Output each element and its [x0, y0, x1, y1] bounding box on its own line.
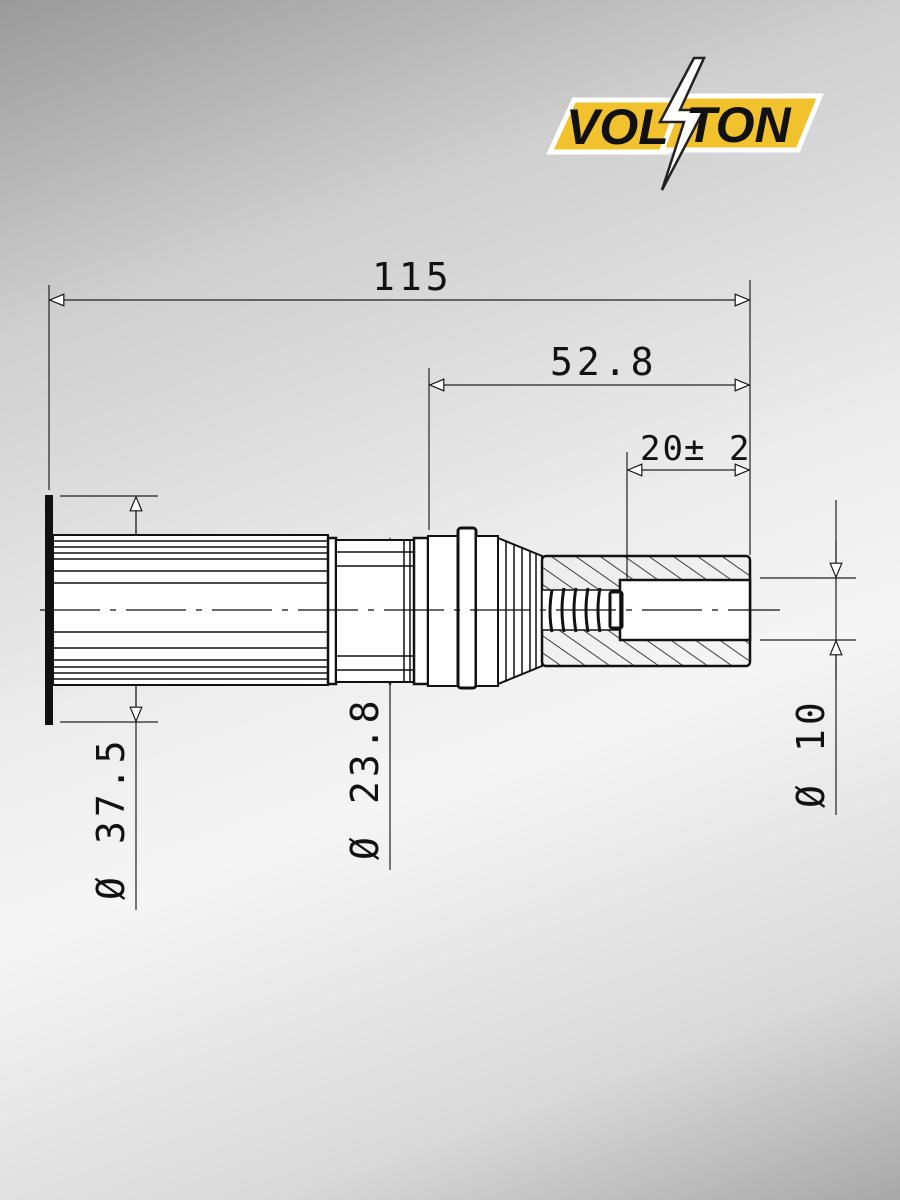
body-section — [335, 539, 415, 683]
lightning-bolt-icon — [657, 56, 707, 191]
dim-text-115: 115 — [372, 255, 453, 299]
dim-text-23-8: 23.8 — [343, 696, 387, 804]
sealing-ring — [456, 526, 478, 690]
logo-text-left: VOL — [566, 99, 669, 155]
diameter-symbol-icon: Ø — [343, 833, 387, 860]
diameter-symbol-icon: Ø — [89, 873, 133, 900]
dim-text-20: 20 — [640, 429, 685, 469]
volton-logo: VOL TON — [546, 56, 824, 191]
dim-text-52-8: 52.8 — [550, 340, 658, 384]
dim-text-20-tolerance: ± 2 — [684, 429, 751, 469]
logo-text-right: TON — [686, 97, 792, 153]
ignition-coil-boot-part — [40, 495, 780, 725]
dim-text-10: 10 — [789, 698, 833, 752]
dim-text-37-5: 37.5 — [89, 736, 133, 844]
diameter-symbol-icon: Ø — [789, 781, 833, 808]
taper-section — [497, 536, 543, 686]
